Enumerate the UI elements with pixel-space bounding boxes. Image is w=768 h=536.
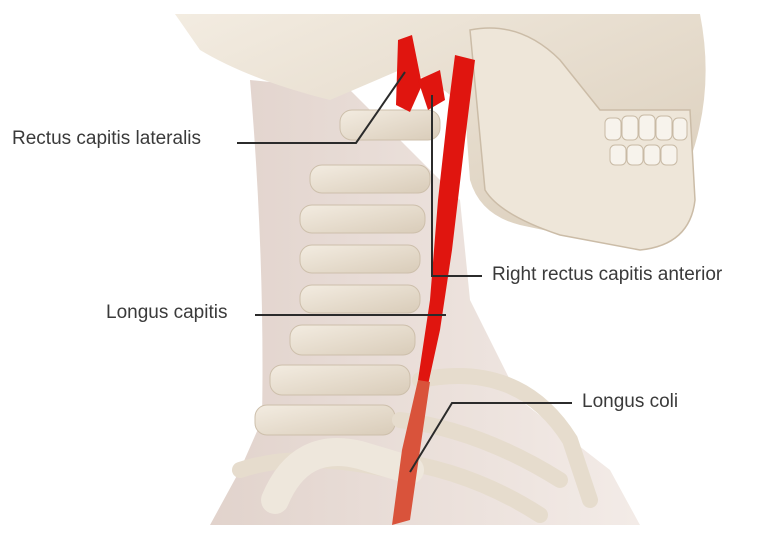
- rectus-capitis-lateralis: [396, 35, 422, 112]
- cervical-vertebrae: [254, 109, 441, 436]
- leader-right-rectus-capitis-anterior: [431, 95, 482, 277]
- muscles: [392, 35, 475, 525]
- leader-rectus-capitis-lateralis: [237, 71, 406, 144]
- leader-longus-coli: [409, 402, 572, 473]
- label-longus-capitis: Longus capitis: [106, 302, 228, 323]
- label-longus-coli: Longus coli: [582, 391, 679, 412]
- clavicle: [261, 438, 424, 514]
- longus-coli: [392, 380, 430, 525]
- mandible: [469, 27, 696, 251]
- label-right-rectus-capitis-anterior: Right rectus capitis anterior: [492, 264, 723, 285]
- teeth: [604, 114, 688, 166]
- right-rectus-capitis-anterior: [418, 70, 445, 110]
- label-rectus-capitis-lateralis: Rectus capitis lateralis: [12, 128, 202, 149]
- leader-lines: [237, 71, 572, 473]
- longus-capitis: [418, 55, 475, 385]
